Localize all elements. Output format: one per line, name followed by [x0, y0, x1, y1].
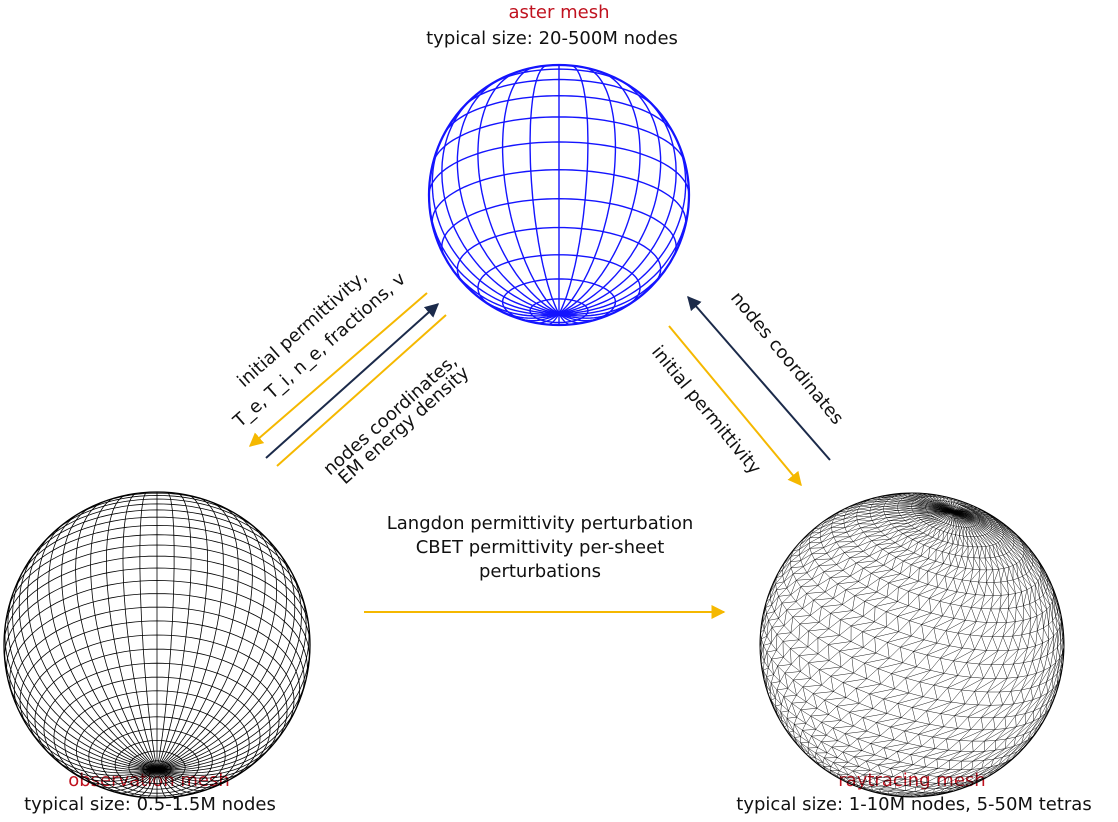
- observation-sphere-gridline: [25, 723, 158, 774]
- observation-sphere-gridline: [156, 494, 208, 770]
- observation-sphere-gridline: [65, 767, 158, 782]
- observation-mesh-size: typical size: 0.5-1.5M nodes: [24, 794, 276, 815]
- raytracing-mesh-size: typical size: 1-10M nodes, 5-50M tetras: [736, 794, 1091, 815]
- observation-sphere-gridline: [90, 497, 158, 770]
- observation-sphere-gridline: [156, 566, 302, 770]
- observation-sphere-gridline: [156, 587, 307, 770]
- arrow-observation-to-aster: [265, 303, 440, 459]
- aster-sphere-gridline: [558, 66, 617, 315]
- observation-sphere-gridline: [115, 769, 158, 794]
- triangulated-sphere-outline: [759, 492, 1065, 798]
- observation-sphere-gridline: [7, 587, 158, 770]
- observation-sphere-gridline: [13, 697, 158, 772]
- observation-sphere-gridline: [156, 769, 168, 798]
- observation-sphere-gridline: [156, 501, 239, 770]
- observation-sphere-gridline: [156, 615, 310, 770]
- aster-sphere-gridline: [558, 70, 641, 315]
- triangulated-mesh-edges: [760, 493, 1064, 797]
- observation-to-aster-label-line1: nodes coordinates,: [319, 351, 461, 480]
- observation-sphere-gridline: [92, 769, 158, 789]
- aster-sphere-gridline: [477, 70, 560, 315]
- observation-sphere-gridline: [156, 769, 199, 794]
- observation-sphere-gridline: [36, 521, 158, 770]
- triangulated-sphere-icon: [759, 492, 1065, 798]
- aster-to-raytracing-label: initial permittivity: [647, 342, 765, 479]
- aster-sphere-gridline: [441, 94, 560, 315]
- lat-long-sphere-icon: [427, 63, 691, 327]
- observation-sphere-gridline: [39, 742, 158, 776]
- observation-sphere-gridline: [156, 742, 275, 776]
- aster-sphere-gridline: [558, 94, 677, 315]
- observation-to-aster-label-line2: EM energy density: [334, 362, 473, 489]
- aster-sphere-gridline: [558, 130, 687, 315]
- observation-sphere-gridline: [6, 674, 158, 771]
- aster-sphere-outline: [427, 63, 691, 327]
- observation-sphere-gridline: [156, 506, 253, 770]
- observation-to-raytracing-label-line2: CBET permittivity per-sheet: [416, 537, 665, 558]
- observation-sphere-gridline: [156, 769, 211, 791]
- observation-sphere-gridline: [156, 530, 287, 770]
- observation-sphere-gridline: [146, 769, 158, 798]
- observation-sphere-outline: [3, 491, 311, 799]
- observation-sphere-gridline: [156, 546, 296, 770]
- observation-sphere-gridline: [156, 697, 301, 772]
- observation-sphere-gridline: [156, 723, 289, 774]
- aster-sphere-gridline: [429, 190, 560, 315]
- observation-sphere-gridline: [156, 521, 278, 770]
- observation-sphere-gridline: [103, 769, 158, 791]
- observation-sphere-gridline: [156, 769, 234, 785]
- aster-sphere-gridline: [558, 78, 662, 315]
- observation-to-raytracing-label-line3: perturbations: [479, 561, 601, 582]
- arrow-aster-to-observation-lower: [276, 314, 447, 467]
- observation-sphere-gridline: [137, 769, 158, 798]
- observation-sphere-gridline: [4, 644, 158, 770]
- arrow-aster-to-raytracing: [668, 325, 802, 487]
- observation-sphere-gridline: [80, 769, 158, 785]
- observation-sphere-gridline: [156, 756, 263, 779]
- observation-to-raytracing-label-line1: Langdon permittivity perturbation: [387, 513, 693, 534]
- observation-sphere-gridline: [75, 501, 158, 770]
- aster-sphere-gridline: [558, 190, 689, 315]
- aster-mesh-size: typical size: 20-500M nodes: [426, 28, 678, 49]
- dense-lat-long-sphere-icon: [3, 491, 311, 799]
- observation-sphere-gridline: [156, 497, 224, 770]
- aster-sphere-gridline: [501, 66, 560, 315]
- observation-sphere-gridline: [48, 512, 158, 770]
- observation-sphere-gridline: [156, 492, 192, 770]
- observation-sphere-gridline: [139, 492, 158, 770]
- observation-sphere-gridline: [27, 530, 158, 770]
- observation-sphere-gridline: [18, 546, 158, 770]
- observation-sphere-gridline: [4, 615, 158, 770]
- aster-sphere-gridline: [431, 130, 560, 315]
- aster-sphere-gridline: [529, 65, 560, 315]
- observation-sphere-gridline: [156, 644, 310, 770]
- observation-sphere-gridline: [156, 492, 175, 770]
- observation-sphere-gridline: [12, 566, 158, 770]
- arrow-aster-to-observation-upper: [248, 292, 428, 447]
- aster-mesh-title: aster mesh: [508, 2, 609, 23]
- observation-sphere-gridline: [156, 512, 266, 770]
- raytracing-to-aster-label: nodes coordinates: [726, 288, 847, 429]
- observation-sphere-gridline: [106, 494, 158, 770]
- observation-sphere-gridline: [122, 492, 158, 770]
- observation-sphere-gridline: [156, 674, 308, 771]
- observation-sphere-gridline: [156, 767, 249, 782]
- observation-sphere-gridline: [51, 756, 158, 779]
- observation-sphere-gridline: [156, 769, 177, 798]
- observation-sphere-gridline: [156, 769, 222, 789]
- aster-sphere-gridline: [456, 78, 560, 315]
- aster-sphere-gridline: [558, 65, 589, 315]
- arrow-raytracing-to-aster: [687, 295, 831, 461]
- observation-sphere-gridline: [61, 506, 158, 770]
